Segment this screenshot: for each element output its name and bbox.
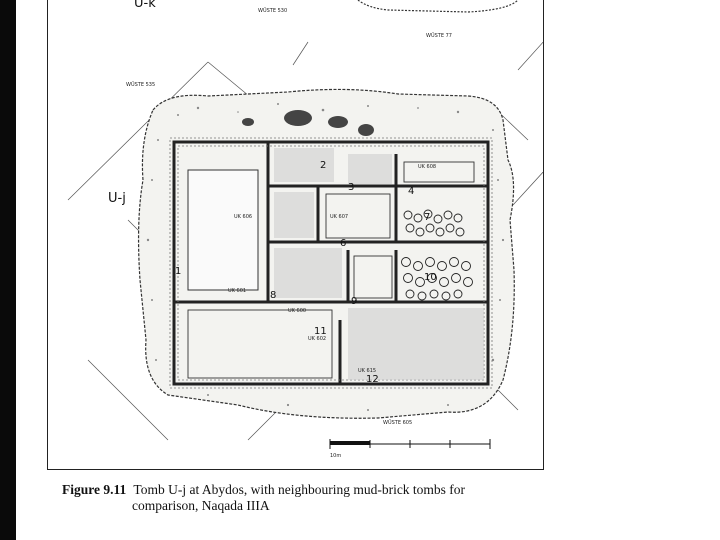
survey-label: UK 601 — [228, 288, 246, 294]
survey-label: UK 600 — [288, 308, 306, 314]
caption-text-2: comparison, Naqada IIIA — [132, 498, 270, 513]
uk-outline — [357, 0, 519, 13]
room-number: 12 — [366, 374, 379, 385]
room-number: 10 — [424, 272, 437, 283]
room-number: 4 — [408, 186, 414, 197]
uj-label: U-j — [108, 191, 126, 206]
room-number: 1 — [175, 266, 181, 277]
pit-stipple — [146, 103, 505, 411]
room-number: 6 — [340, 238, 346, 249]
room-number: 8 — [270, 290, 276, 301]
survey-label: WÜSTE 605 — [383, 419, 412, 426]
figure-plan: U-k WÜSTE 530 WÜSTE 77 — [47, 0, 544, 470]
figure-label: Figure 9.11 — [62, 482, 127, 497]
room-number: 7 — [424, 212, 430, 223]
chamber-outlines — [187, 161, 475, 379]
uk-label: U-k — [134, 0, 156, 11]
jar-clusters — [401, 209, 473, 301]
chamber-fills — [274, 148, 484, 380]
room-number: 11 — [314, 326, 327, 337]
room-number: 2 — [320, 160, 326, 171]
survey-label: UK 606 — [234, 214, 252, 220]
caption-line-1: Figure 9.11 Tomb U-j at Abydos, with nei… — [62, 482, 532, 498]
survey-label: UK 608 — [418, 164, 436, 170]
tomb-walls — [172, 140, 490, 386]
survey-label: WÜSTE 77 — [426, 32, 452, 39]
room-number: 3 — [348, 182, 354, 193]
rubble-blobs — [242, 110, 374, 136]
survey-grid-lines — [67, 41, 543, 441]
room-number: 9 — [351, 296, 357, 307]
room-numbers: 1 2 3 4 6 7 8 9 10 11 12 — [175, 160, 437, 385]
survey-label: UK 602 — [308, 336, 326, 342]
figure-caption: Figure 9.11 Tomb U-j at Abydos, with nei… — [62, 482, 532, 514]
survey-label: WÜSTE 530 — [258, 7, 287, 14]
chamber-1 — [187, 169, 259, 291]
scale-label: 10m — [330, 453, 341, 459]
survey-label: WÜSTE 535 — [126, 81, 155, 88]
survey-label: UK 607 — [330, 214, 348, 220]
page-edge-bar — [0, 0, 16, 540]
brick-hatching — [169, 137, 493, 389]
caption-text-1: Tomb U-j at Abydos, with neighbouring mu… — [133, 482, 466, 497]
tomb-plan-drawing: U-k WÜSTE 530 WÜSTE 77 — [67, 0, 543, 459]
scale-bar: 10m — [329, 439, 491, 459]
survey-label: UK 615 — [358, 368, 376, 374]
